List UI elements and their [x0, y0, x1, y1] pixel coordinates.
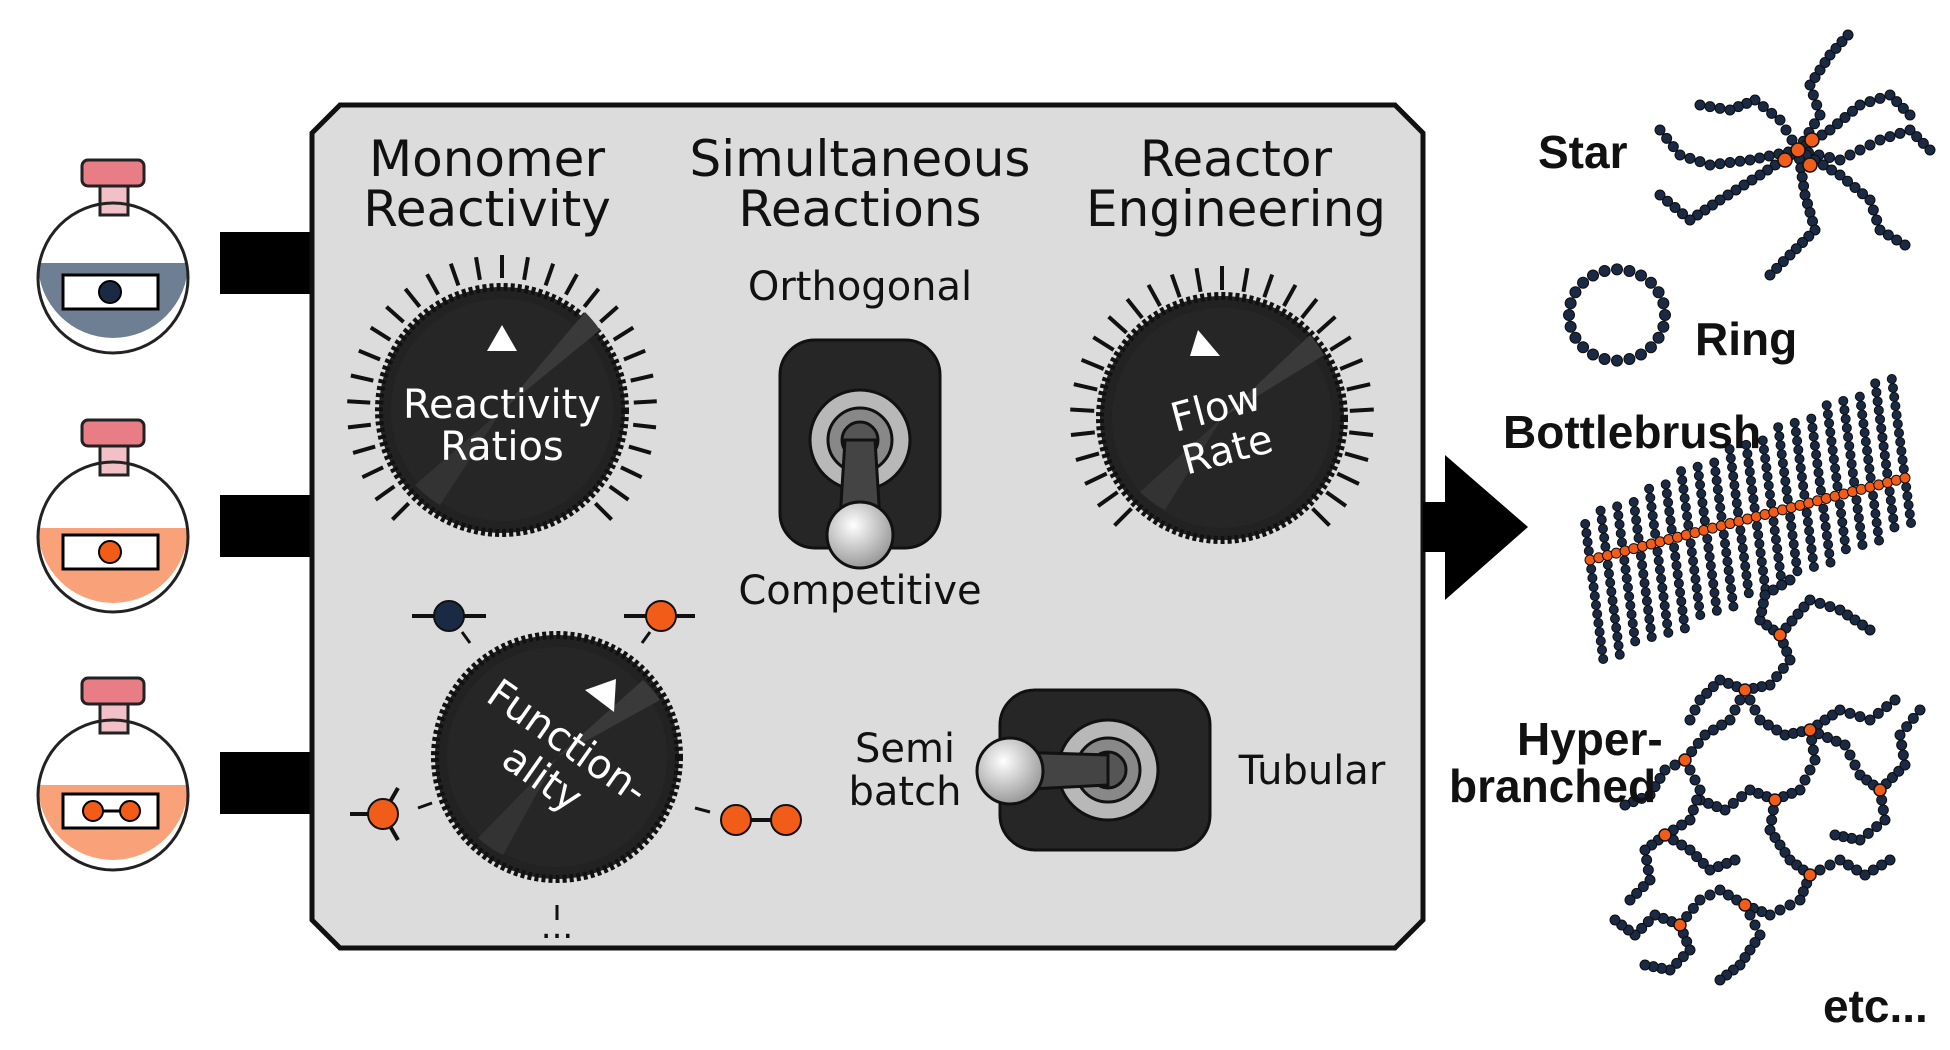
toggle-label-semi: Semi: [855, 726, 955, 772]
toggle-handle[interactable]: [825, 500, 895, 570]
bottlebrush-polymer: [1580, 374, 1916, 664]
knob-label-line2: Ratios: [440, 424, 564, 470]
pointer-icon: [585, 679, 616, 712]
header-monomer-line1: Monomer: [369, 130, 605, 188]
toggle-handle[interactable]: [975, 736, 1045, 806]
label-ring: Ring: [1695, 313, 1797, 365]
more-options-ellipsis: ...: [541, 907, 573, 947]
label-etc: etc...: [1823, 980, 1928, 1032]
label-star: Star: [1538, 126, 1628, 178]
reactor-mode-toggle[interactable]: Semi batch Tubular: [849, 688, 1386, 852]
toggle-label-tubular: Tubular: [1238, 748, 1386, 794]
label-hyperbranched-line1: Hyper-: [1517, 713, 1663, 765]
orange-monomer-icon: [624, 600, 695, 632]
header-monomer-line2: Reactivity: [363, 180, 611, 238]
toggle-label-competitive: Competitive: [738, 568, 981, 614]
toggle-label-batch: batch: [849, 769, 962, 815]
hyperbranched-polymer: [1609, 574, 1926, 986]
ring-polymer: [1563, 263, 1671, 367]
pointer-icon: [487, 325, 517, 351]
flask-difunctional-monomer: [36, 676, 312, 872]
knob-label-line1: Reactivity: [403, 382, 601, 428]
label-hyperbranched-line2: branched: [1449, 760, 1656, 812]
functionality-knob[interactable]: Function- ality ...: [350, 600, 802, 947]
header-simultaneous-line1: Simultaneous: [690, 130, 1031, 188]
navy-monomer-icon: [412, 600, 486, 632]
header-reactor-line2: Engineering: [1086, 180, 1386, 238]
label-bottlebrush: Bottlebrush: [1503, 406, 1761, 458]
flask-orange-monomer: [36, 418, 312, 614]
trifunctional-monomer-icon: [350, 787, 400, 841]
difunctional-monomer-icon: [720, 804, 802, 836]
reactivity-ratios-knob[interactable]: Reactivity Ratios: [347, 255, 657, 537]
header-reactor-line1: Reactor: [1140, 130, 1333, 188]
pointer-icon: [1190, 330, 1220, 356]
flow-rate-knob[interactable]: Flow Rate: [1070, 266, 1374, 544]
star-polymer: [1654, 29, 1936, 281]
toggle-label-orthogonal: Orthogonal: [748, 264, 972, 310]
reaction-mode-toggle[interactable]: Orthogonal Competitive: [738, 264, 981, 614]
output-arrow: [1423, 455, 1528, 600]
flask-navy-monomer: [36, 158, 312, 355]
header-simultaneous-line2: Reactions: [738, 180, 981, 238]
